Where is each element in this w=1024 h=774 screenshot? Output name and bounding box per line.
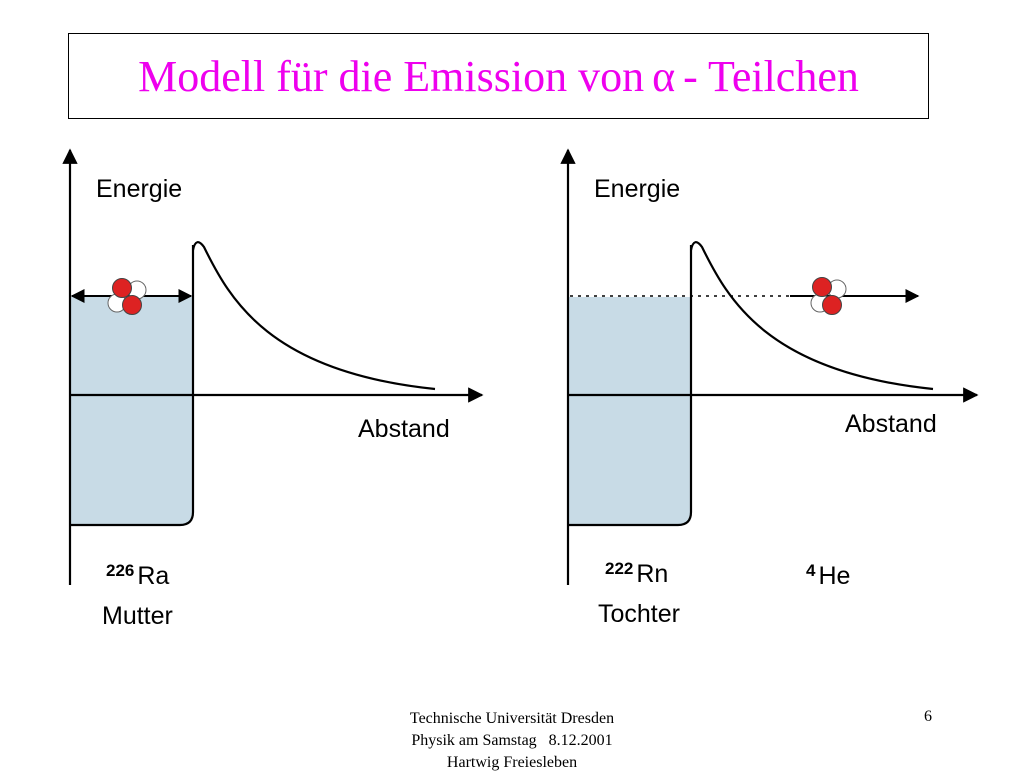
footer-event: Physik am Samstag 8.12.2001 [411,732,613,749]
left-potential-well [70,297,193,525]
left-alpha-particle-icon [107,278,147,315]
footer-institution: Technische Universität Dresden [409,710,615,727]
slide-footer: Technische Universität Dresden Physik am… [340,708,684,774]
left-panel [62,148,484,585]
emitted-particle-mass: 4 [806,561,816,580]
right-panel [560,148,979,585]
emitted-particle-symbol: He [818,562,851,590]
page-number: 6 [924,708,932,725]
slide-title: Modell für die Emission von α - Teilchen [68,33,929,119]
right-coulomb-barrier [689,241,934,391]
right-potential-well [568,297,691,525]
right-alpha-particle-icon [810,277,847,315]
right-isotope-symbol: Rn [636,560,669,588]
right-isotope-mass: 222 [605,559,634,578]
left-caption: Mutter [102,602,173,630]
title-text-suffix: - Teilchen [683,51,859,101]
title-text: Modell für die Emission von [138,51,645,101]
left-isotope-symbol: Ra [137,562,170,590]
left-isotope-mass: 226 [106,561,135,580]
left-well-wall [70,245,195,527]
left-distance-label: Abstand [358,415,450,443]
right-well-wall [568,245,693,527]
left-coulomb-barrier [191,241,436,391]
title-alpha-symbol: α [652,51,676,101]
right-distance-label: Abstand [845,410,937,438]
right-caption: Tochter [598,600,680,628]
left-energy-label: Energie [96,175,183,203]
right-energy-label: Energie [594,175,681,203]
footer-author: Hartwig Freiesleben [446,754,578,771]
